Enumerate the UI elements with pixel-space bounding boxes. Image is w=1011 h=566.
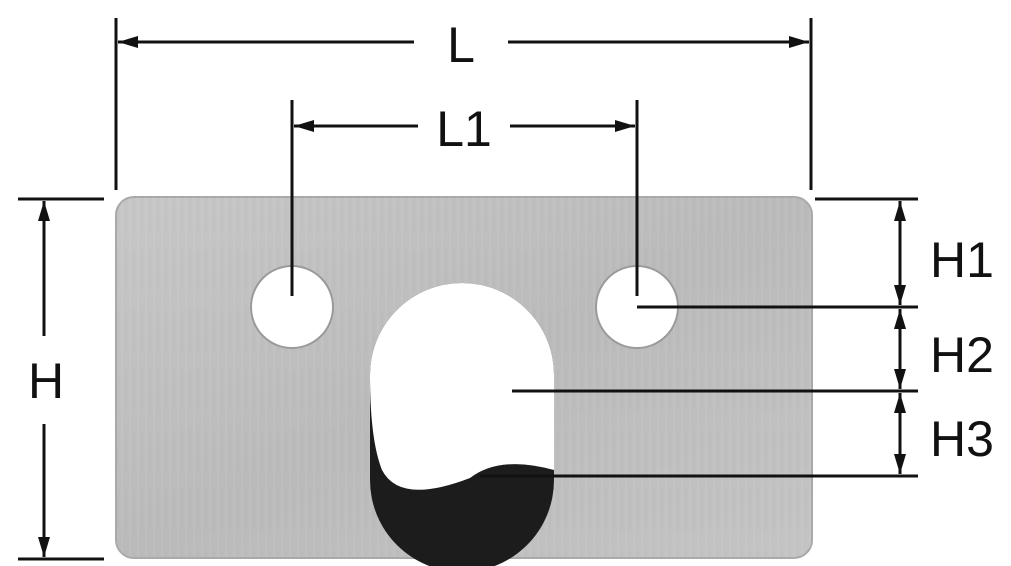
extension-lines	[18, 18, 918, 561]
cutout-bore	[370, 283, 554, 490]
label-L: L	[447, 17, 475, 73]
label-H3: H3	[930, 411, 994, 467]
label-L1: L1	[436, 101, 492, 157]
label-H1: H1	[930, 232, 994, 288]
label-H: H	[28, 353, 64, 409]
dimension-lines	[38, 36, 906, 557]
cylinder-cutout	[370, 283, 554, 566]
label-H2: H2	[930, 327, 994, 383]
